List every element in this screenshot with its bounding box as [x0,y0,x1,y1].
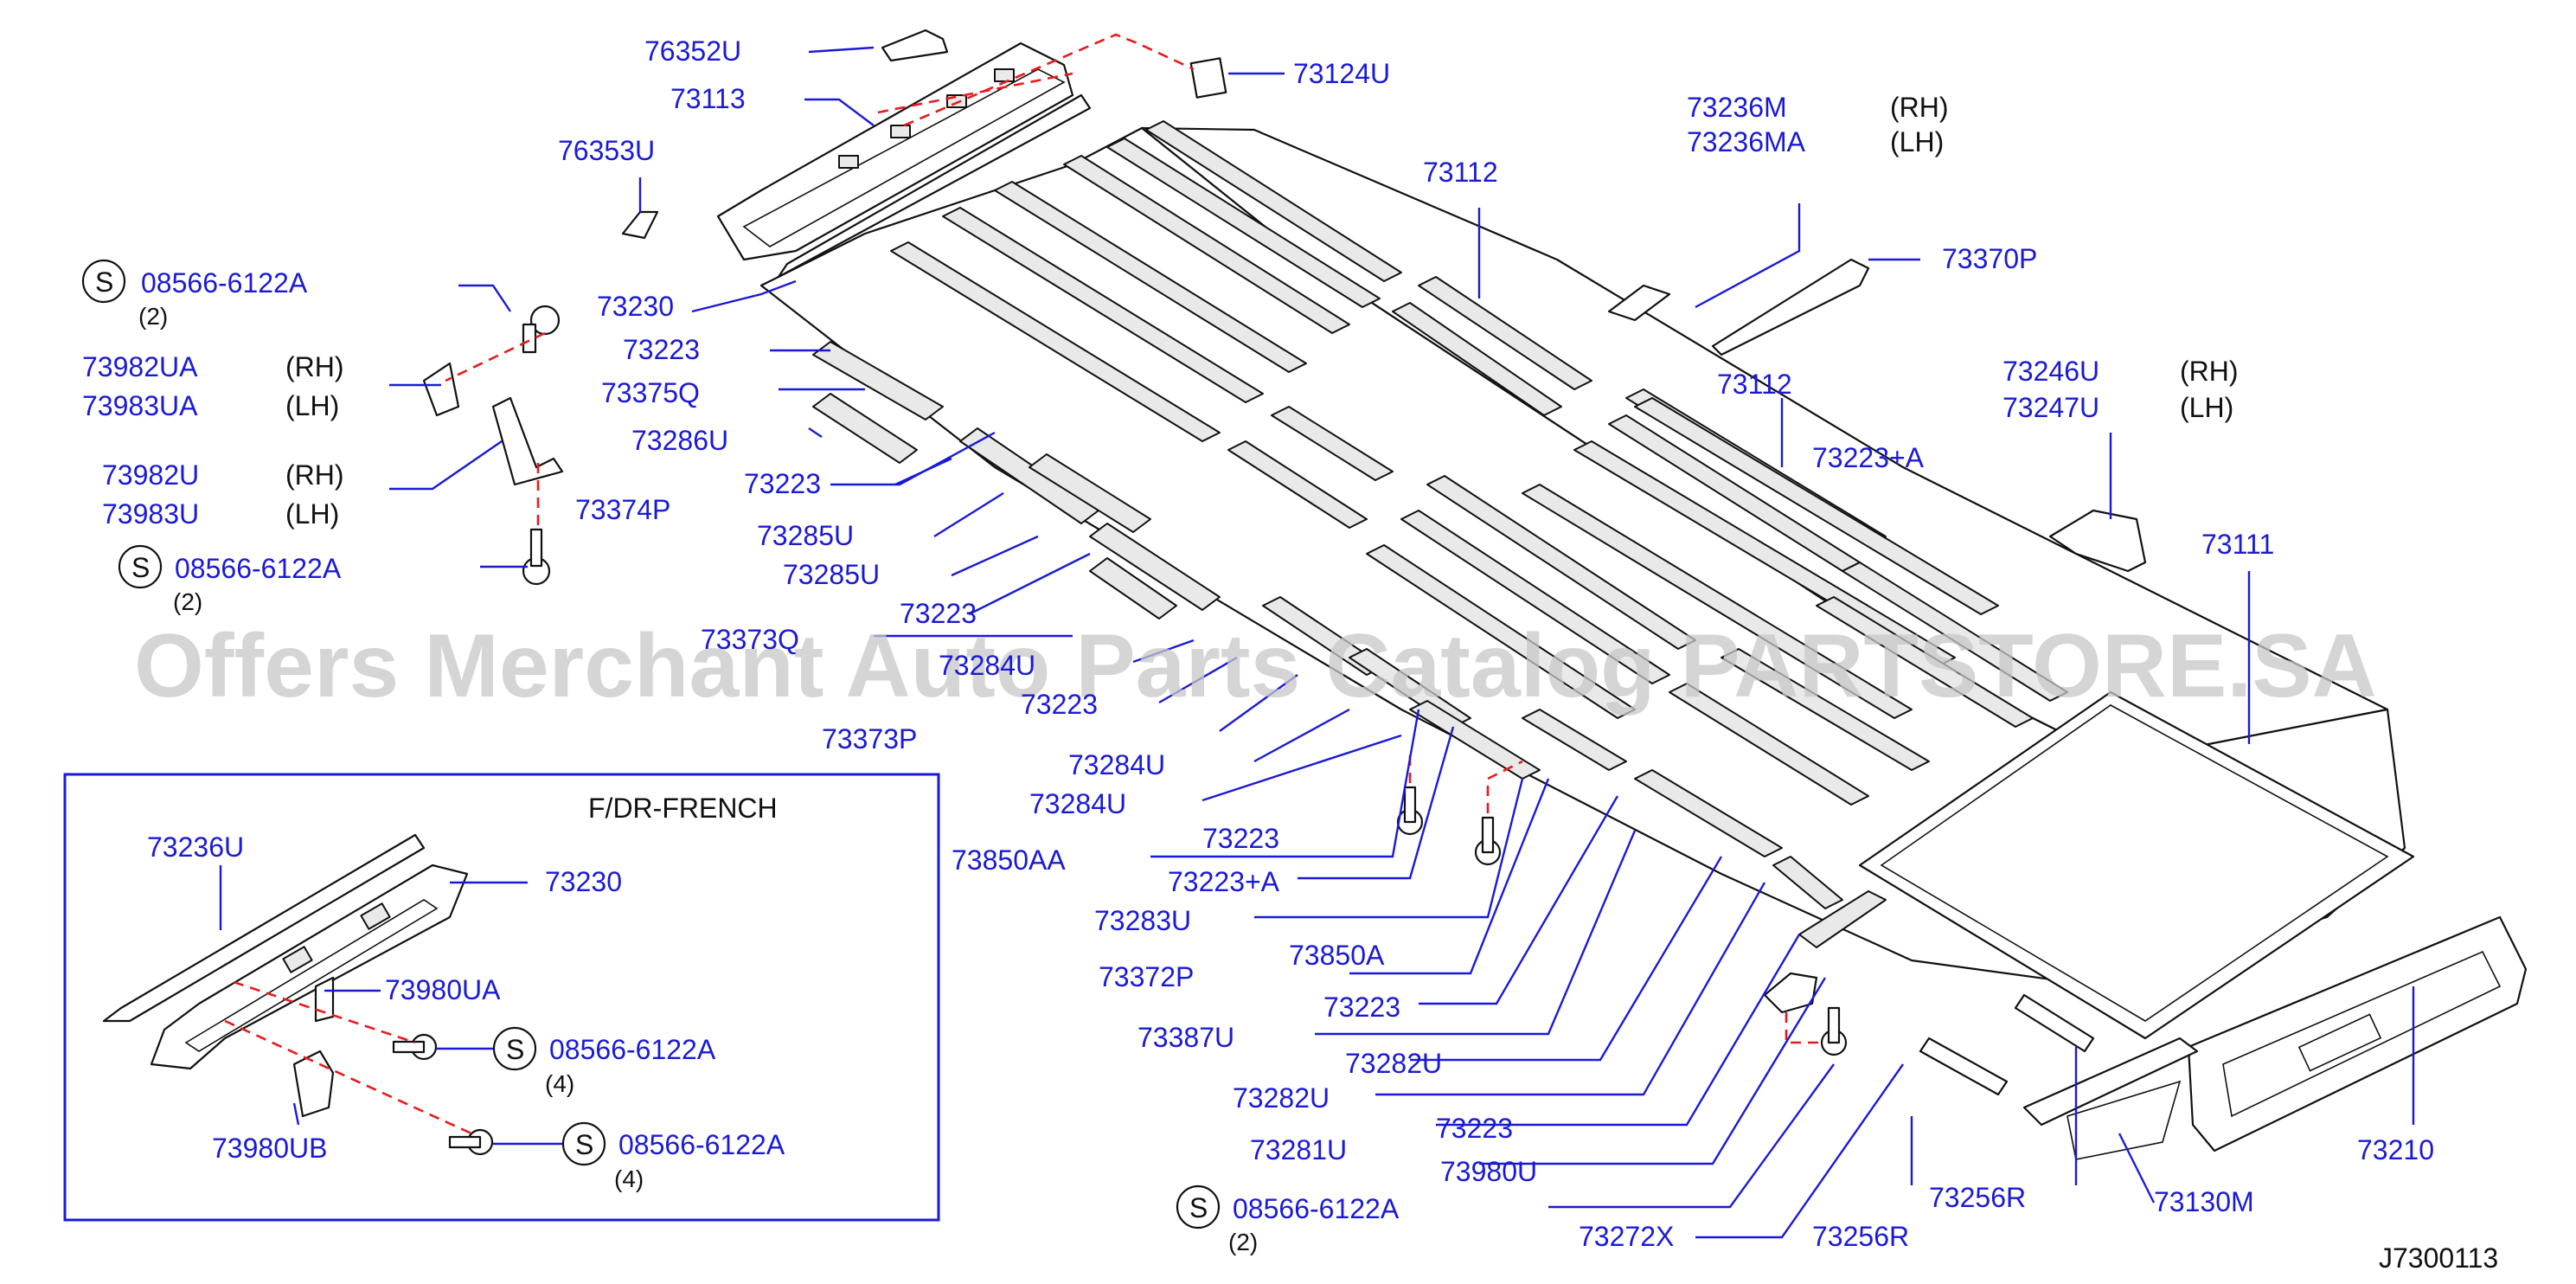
qty-bolt-top: (2) [138,303,168,330]
side-lh-3: (LH) [285,390,339,421]
side-rh-4: (RH) [285,459,344,491]
label-73283U[interactable]: 73283U [1094,905,1191,936]
side-lh-2: (LH) [2180,392,2233,423]
label-73375Q[interactable]: 73375Q [601,377,700,408]
label-73850AA[interactable]: 73850AA [952,844,1066,876]
symbol-s-3: S [1189,1192,1208,1223]
label-73982U[interactable]: 73982U [102,459,199,491]
label-73236M[interactable]: 73236M [1687,92,1787,123]
symbol-circle-2 [118,544,163,589]
inset-label-bolt-2[interactable]: 08566-6122A [618,1129,785,1160]
qty-bolt-bottom: (2) [1228,1229,1258,1255]
label-76353U[interactable]: 76353U [558,135,655,166]
label-73223-plus-a-left[interactable]: 73223+A [1168,866,1280,897]
inset-qty-1: (4) [545,1070,574,1097]
label-73130M[interactable]: 73130M [2154,1186,2254,1217]
side-rh-3: (RH) [285,351,344,382]
label-73230[interactable]: 73230 [597,291,674,322]
label-73236MA[interactable]: 73236MA [1687,126,1806,157]
inset-symbol-circle-2 [561,1121,606,1166]
inset-label-73980UA[interactable]: 73980UA [385,974,501,1005]
label-73282U-a[interactable]: 73282U [1345,1048,1442,1079]
label-73284U-c[interactable]: 73284U [1029,788,1126,819]
symbol-s-2: S [131,552,150,583]
label-73387U[interactable]: 73387U [1137,1022,1234,1053]
label-bolt-08566-6122A-top[interactable]: 08566-6122A [141,267,308,299]
qty-bolt-mid: (2) [173,588,202,615]
inset-label-73980UB[interactable]: 73980UB [212,1133,327,1164]
label-73284U-a[interactable]: 73284U [939,650,1035,681]
side-lh-1: (LH) [1890,126,1944,157]
label-73374P[interactable]: 73374P [575,494,670,525]
inset-label-73236U[interactable]: 73236U [147,831,244,863]
inset-label-73230[interactable]: 73230 [545,866,622,897]
label-73223-a[interactable]: 73223 [623,334,700,365]
symbol-circle-1 [81,259,126,304]
label-73223-c[interactable]: 73223 [900,598,977,629]
label-73850A[interactable]: 73850A [1289,940,1385,971]
label-73112-mid[interactable]: 73112 [1717,369,1792,400]
symbol-circle-3 [1176,1184,1221,1229]
label-76352U[interactable]: 76352U [644,35,741,67]
inset-label-bolt-1[interactable]: 08566-6122A [549,1034,716,1065]
label-73112-top[interactable]: 73112 [1423,157,1498,188]
label-73223-e[interactable]: 73223 [1202,823,1279,854]
label-73285U-a[interactable]: 73285U [757,520,854,551]
inset-french-door: F/DR-FRENCH 73236U 73230 73980UA S 08566… [63,773,940,1222]
label-73223-f[interactable]: 73223 [1323,992,1400,1023]
label-73113[interactable]: 73113 [670,83,746,114]
label-73373P[interactable]: 73373P [822,723,917,754]
label-73247U[interactable]: 73247U [2002,392,2099,423]
label-73256R-upper[interactable]: 73256R [1929,1182,2026,1213]
label-73983UA[interactable]: 73983UA [82,390,198,421]
side-rh-2: (RH) [2180,356,2239,387]
label-73983U[interactable]: 73983U [102,498,199,530]
label-73372P[interactable]: 73372P [1099,961,1194,992]
label-73223-plus-a-right[interactable]: 73223+A [1812,442,1925,473]
inset-symbol-circle-1 [492,1026,537,1071]
label-73223-g[interactable]: 73223 [1436,1113,1513,1144]
label-73124U[interactable]: 73124U [1293,58,1390,89]
label-73982UA[interactable]: 73982UA [82,351,198,382]
inset-symbol-s-2: S [575,1129,593,1160]
inset-title: F/DR-FRENCH [588,793,778,824]
inset-symbol-s-1: S [506,1034,524,1065]
label-73210[interactable]: 73210 [2357,1134,2434,1165]
label-73284U-b[interactable]: 73284U [1068,749,1165,780]
label-73286U[interactable]: 73286U [631,425,728,456]
label-73111[interactable]: 73111 [2201,529,2274,560]
label-73370P[interactable]: 73370P [1942,243,2037,274]
label-73282U-b[interactable]: 73282U [1233,1082,1330,1114]
inset-qty-2: (4) [614,1165,644,1192]
label-73373Q[interactable]: 73373Q [701,624,799,655]
label-73246U[interactable]: 73246U [2002,356,2099,387]
label-73281U[interactable]: 73281U [1250,1134,1347,1165]
roof-panel-drawing [422,29,2528,1160]
leader-lines [389,46,2415,1239]
diagram-code: J7300113 [2379,1242,2498,1274]
watermark-text: Offers Merchant Auto Parts Catalog PARTS… [134,616,2377,716]
part-labels: 76352U 73113 73124U 76353U 73236M (RH) 7… [81,35,2498,1274]
symbol-s-1: S [95,266,113,298]
label-bolt-08566-6122A-bottom[interactable]: 08566-6122A [1233,1193,1400,1224]
label-73285U-b[interactable]: 73285U [783,559,880,590]
label-bolt-08566-6122A-mid[interactable]: 08566-6122A [175,553,342,584]
label-73223-d[interactable]: 73223 [1021,689,1098,720]
label-73256R-bottom[interactable]: 73256R [1812,1221,1909,1252]
side-rh-1: (RH) [1890,92,1949,123]
side-lh-4: (LH) [285,498,339,530]
label-73223-b[interactable]: 73223 [744,468,821,499]
label-73980U[interactable]: 73980U [1440,1156,1537,1187]
label-73272X[interactable]: 73272X [1579,1221,1674,1252]
